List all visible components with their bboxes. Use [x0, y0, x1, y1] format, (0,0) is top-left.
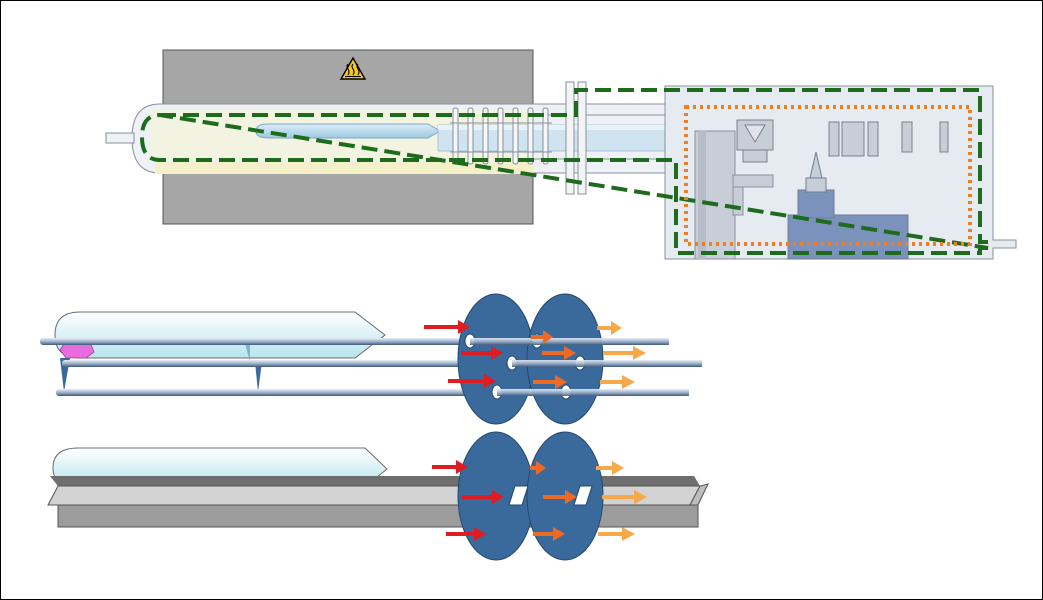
heated-zone: [155, 162, 533, 174]
flow-arrows-tray: [432, 460, 647, 541]
transfer-arm: [732, 174, 774, 188]
rod-carrier-assembly: [40, 293, 702, 425]
radiation-shields: [450, 107, 552, 165]
glovebox-zone-boundary: [684, 105, 972, 246]
tray-carrier-assembly: [47, 431, 709, 561]
containment-boundary: [139, 88, 989, 255]
sample-liner: [255, 123, 441, 139]
flow-arrows-rod: [424, 320, 646, 389]
hot-surface-warning-icon: [339, 56, 367, 80]
rod-couplings: [828, 121, 949, 157]
tube-inlet-stub: [105, 132, 135, 144]
sample-boat: [54, 311, 386, 359]
flange: [565, 81, 587, 195]
gripper: [736, 119, 774, 163]
baffle-disc-1: [457, 293, 535, 425]
top-apparatus: [105, 49, 1017, 260]
